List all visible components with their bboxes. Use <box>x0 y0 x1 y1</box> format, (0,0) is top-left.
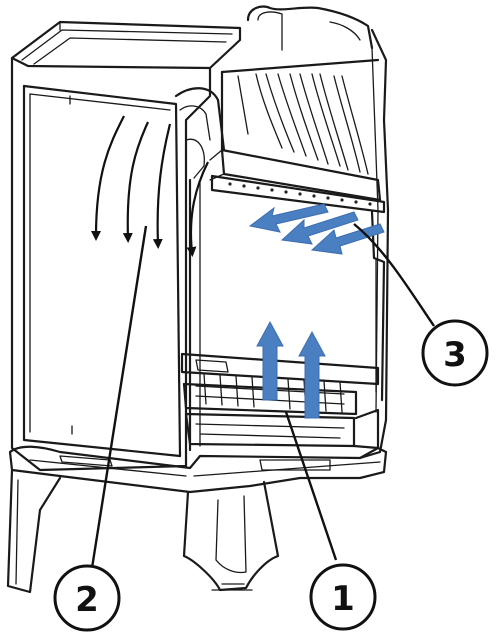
left-arrow-icon <box>280 211 359 245</box>
callout-2: 2 <box>53 564 121 632</box>
leader-line-2 <box>90 225 148 569</box>
up-arrow-icon <box>256 320 284 401</box>
window-airwash-arrows <box>91 115 209 257</box>
callout-label-2: 2 <box>75 580 99 620</box>
primary-air-arrows <box>256 320 326 419</box>
callout-3: 3 <box>421 319 489 387</box>
callout-label-1: 1 <box>331 579 355 619</box>
callout-label-3: 3 <box>443 335 467 375</box>
callout-circle-1 <box>309 563 377 631</box>
down-curved-arrow-icon <box>91 115 125 241</box>
down-curved-arrow-icon <box>152 123 172 249</box>
callout-circle-3 <box>421 319 489 387</box>
up-arrow-icon <box>298 330 326 419</box>
left-arrow-icon <box>310 223 385 255</box>
stove-body <box>6 5 390 594</box>
callout-1: 1 <box>309 563 377 631</box>
secondary-air-arrows <box>248 203 385 255</box>
left-arrow-icon <box>248 203 329 233</box>
down-curved-arrow-icon <box>186 161 209 257</box>
down-curved-arrow-icon <box>122 121 149 243</box>
callout-leaders <box>90 223 435 569</box>
leader-line-1 <box>284 411 338 561</box>
secondary-air-holes <box>228 182 372 206</box>
callout-circle-2 <box>53 564 121 632</box>
leader-line-3 <box>353 223 435 327</box>
